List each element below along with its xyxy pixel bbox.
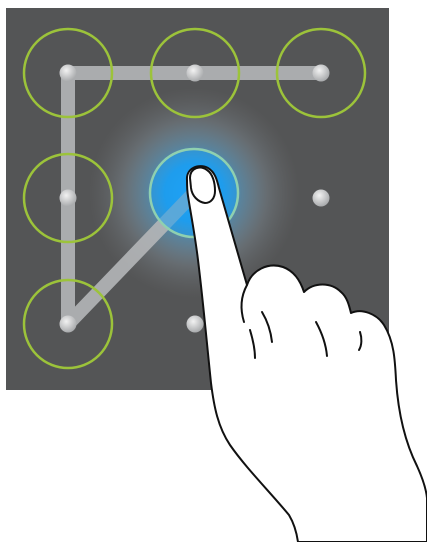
- pattern-dot-1-0[interactable]: [60, 190, 77, 207]
- finger-pointing-icon: [187, 166, 427, 542]
- pattern-dot-0-2[interactable]: [313, 65, 330, 82]
- pattern-dot-1-2[interactable]: [313, 190, 330, 207]
- pattern-dot-0-1[interactable]: [187, 65, 204, 82]
- pattern-dot-2-0[interactable]: [60, 316, 77, 333]
- pattern-dot-0-0[interactable]: [60, 65, 77, 82]
- pattern-dot-2-1[interactable]: [187, 316, 204, 333]
